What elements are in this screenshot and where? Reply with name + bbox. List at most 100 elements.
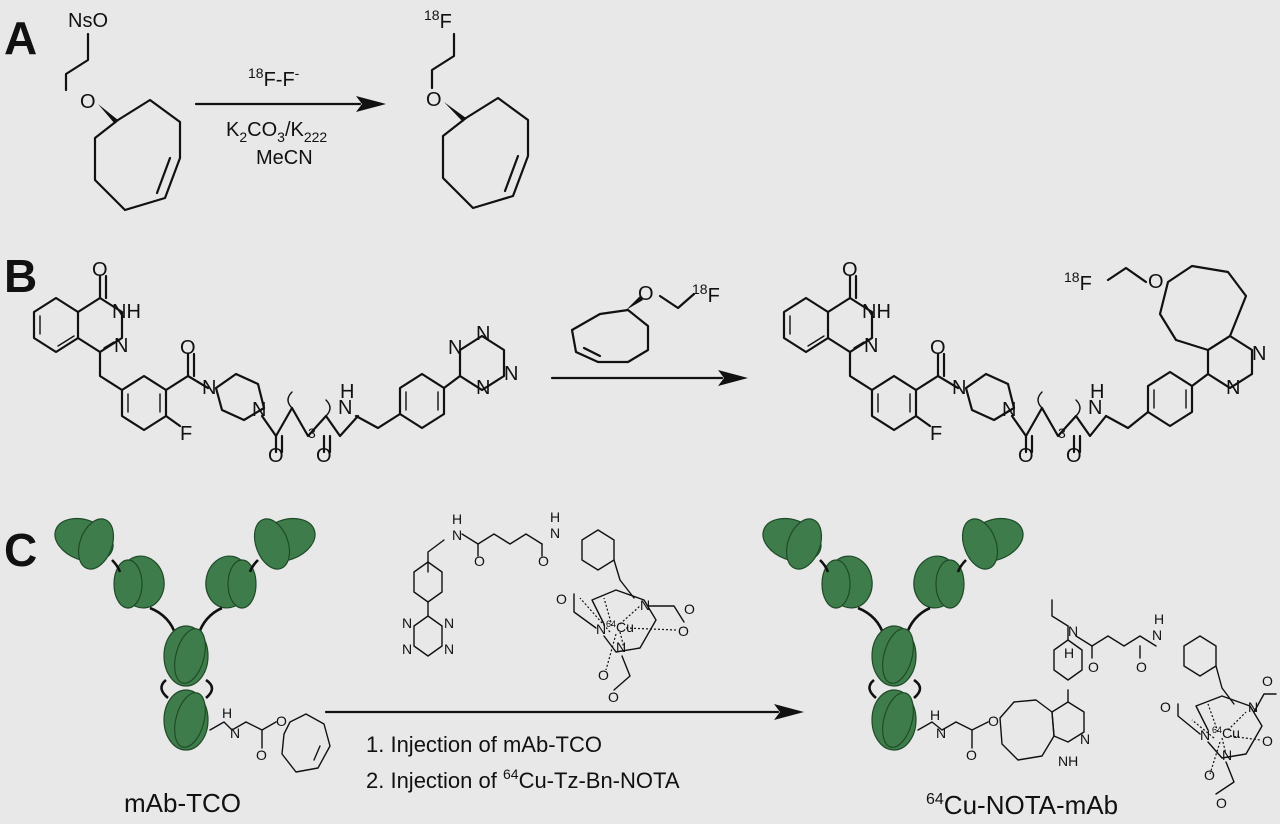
tco-o-left: O [276, 713, 287, 729]
ether-oxygen-label: O [80, 91, 96, 113]
product-phthalazinone-o: O [842, 259, 858, 281]
product-amide-n: N [1088, 397, 1102, 419]
reagent-nota-n-3: N [616, 639, 626, 655]
conj-amide-h-1: H [1064, 645, 1074, 661]
reagent-carbonyl-o-2: O [538, 553, 549, 569]
product-phthalazinone-n: N [864, 335, 878, 357]
reagent-amide-h-1: H [452, 511, 462, 527]
product-linker-o-1: O [1018, 445, 1034, 467]
conj-carbonyl-o-1: O [1088, 659, 1099, 675]
product-amide-o: O [930, 337, 946, 359]
panel-b-tco-reagent: O 18F [570, 281, 720, 364]
panel-b-product-molecule: O NH N F O N N O 3 O [782, 259, 1266, 467]
conj-carboxyl-o-2: O [1262, 673, 1273, 689]
conj-nota-n-2: N [1248, 699, 1258, 715]
conj-pyridazine-n: N [1080, 731, 1090, 747]
reagent-carboxyl-o-4: O [598, 667, 609, 683]
reagent-carboxyl-o-3: O [678, 623, 689, 639]
panel-label-b: B [4, 250, 37, 302]
conj-carbonyl-o-2: O [1136, 659, 1147, 675]
right-conjugate-caption: 64Cu-NOTA-mAb [926, 790, 1118, 820]
reagent-tz-n-3: N [402, 641, 412, 657]
panel-b-reactant-molecule: O NH N F O N N O [32, 259, 518, 467]
antibody-left: H N O O [54, 517, 331, 773]
product-pyridazine-n-1: N [1252, 343, 1266, 365]
carbamate-o-left: O [256, 747, 267, 763]
product-phthalazinone-nh: NH [862, 301, 891, 323]
reagent-nota-n-1: N [596, 621, 606, 637]
panel-b: O NH N F O N N O [32, 259, 1266, 467]
carbamate-h-left: H [222, 705, 232, 721]
conj-carboxyl-o-3: O [1262, 733, 1273, 749]
panel-a-reagent-base: K2CO3/K222 [226, 119, 327, 145]
tetrazine-n-1: N [448, 337, 462, 359]
product-pyridazine-n-2: N [1226, 377, 1240, 399]
amide-nh-n: N [338, 397, 352, 419]
tz-bn-nota-reagent: H N O O H N N N N N 64Cu N N N [402, 509, 695, 705]
reagent-amide-n-1: N [452, 527, 462, 543]
product-aryl-fluorine: F [930, 423, 942, 445]
tetrazine-n-2: N [476, 323, 490, 345]
phthalazinone-n: N [114, 335, 128, 357]
conj-amide-n-2: N [1152, 627, 1162, 643]
conj-carboxyl-o-4: O [1204, 767, 1215, 783]
reagent-tz-n-4: N [444, 641, 454, 657]
linker-carbonyl-o-2: O [316, 445, 332, 467]
conj-nota-n-3: N [1222, 747, 1232, 763]
panel-a-reactant: NsO O [64, 10, 182, 212]
conj-carbamate-h: H [930, 707, 940, 723]
step-1-text: 1. Injection of mAb-TCO [366, 732, 602, 757]
phthalazinone-carbonyl-o: O [92, 259, 108, 281]
reagent-tz-n-1: N [402, 615, 412, 631]
antibody-right [762, 517, 1024, 751]
panel-a-reagent-solvent: MeCN [256, 147, 313, 169]
reagent-amide-n-2: N [550, 525, 560, 541]
reagent-nota-n-2: N [640, 597, 650, 613]
panel-label-c: C [4, 524, 37, 576]
product-ether-oxygen: O [426, 89, 442, 111]
linker-carbonyl-o-1: O [268, 445, 284, 467]
tetrazine-n-4: N [476, 377, 490, 399]
reagent-carboxyl-o-1: O [556, 591, 567, 607]
reagent-carboxyl-o-2: O [684, 601, 695, 617]
conj-ether-o: O [988, 713, 999, 729]
nosylate-group-label: NsO [68, 10, 108, 32]
conj-carbamate-n: N [936, 725, 946, 741]
step-2-text: 2. Injection of 64Cu-Tz-Bn-NOTA [366, 766, 680, 793]
panel-label-a: A [4, 12, 37, 64]
reagent-tz-n-2: N [444, 615, 454, 631]
product-ether-oxygen: O [1148, 271, 1164, 293]
panel-a-reagent-fluoride: 18F-F- [248, 65, 300, 91]
conj-amide-h-2: H [1154, 611, 1164, 627]
tco-fluorine-label: 18F [692, 281, 720, 307]
panel-a-product: 18F O [424, 7, 530, 210]
panel-a: NsO O 18F-F- K2CO3/K222 MeCN 18F O [64, 7, 530, 212]
conj-amide-n-1: N [1068, 623, 1078, 639]
conj-carboxyl-o-1: O [1160, 699, 1171, 715]
piperazine-n-1: N [202, 377, 216, 399]
amide-nh-h: H [340, 381, 354, 403]
conj-nota-n-1: N [1200, 727, 1210, 743]
left-antibody-caption: mAb-TCO [124, 788, 241, 818]
linker-methylene-count: 3 [308, 425, 316, 441]
conj-pyridazine-nh: NH [1058, 753, 1078, 769]
carbamate-n-left: N [230, 725, 240, 741]
reagent-carboxyl-o-5: O [608, 689, 619, 705]
tetrazine-n-3: N [504, 363, 518, 385]
product-amide-h: H [1090, 381, 1104, 403]
panel-c: H N O O mAb-TCO H N O O H N N N [54, 509, 1277, 820]
conj-carbamate-o: O [966, 747, 977, 763]
aryl-fluorine-label: F [180, 423, 192, 445]
reagent-amide-h-2: H [550, 509, 560, 525]
tco-ether-oxygen: O [638, 283, 654, 305]
amide-carbonyl-o-1: O [180, 337, 196, 359]
conjugate-structure: H N O O N NH H N O O N H N N [917, 599, 1277, 811]
reagent-carbonyl-o-1: O [474, 553, 485, 569]
product-linker-o-2: O [1066, 445, 1082, 467]
conj-carboxyl-o-5: O [1216, 795, 1227, 811]
product-fluorine-label: 18F [1064, 269, 1092, 295]
phthalazinone-nh: NH [112, 301, 141, 323]
product-linker-methylene-count: 3 [1058, 425, 1066, 441]
product-fluorine-label: 18F [424, 7, 452, 33]
